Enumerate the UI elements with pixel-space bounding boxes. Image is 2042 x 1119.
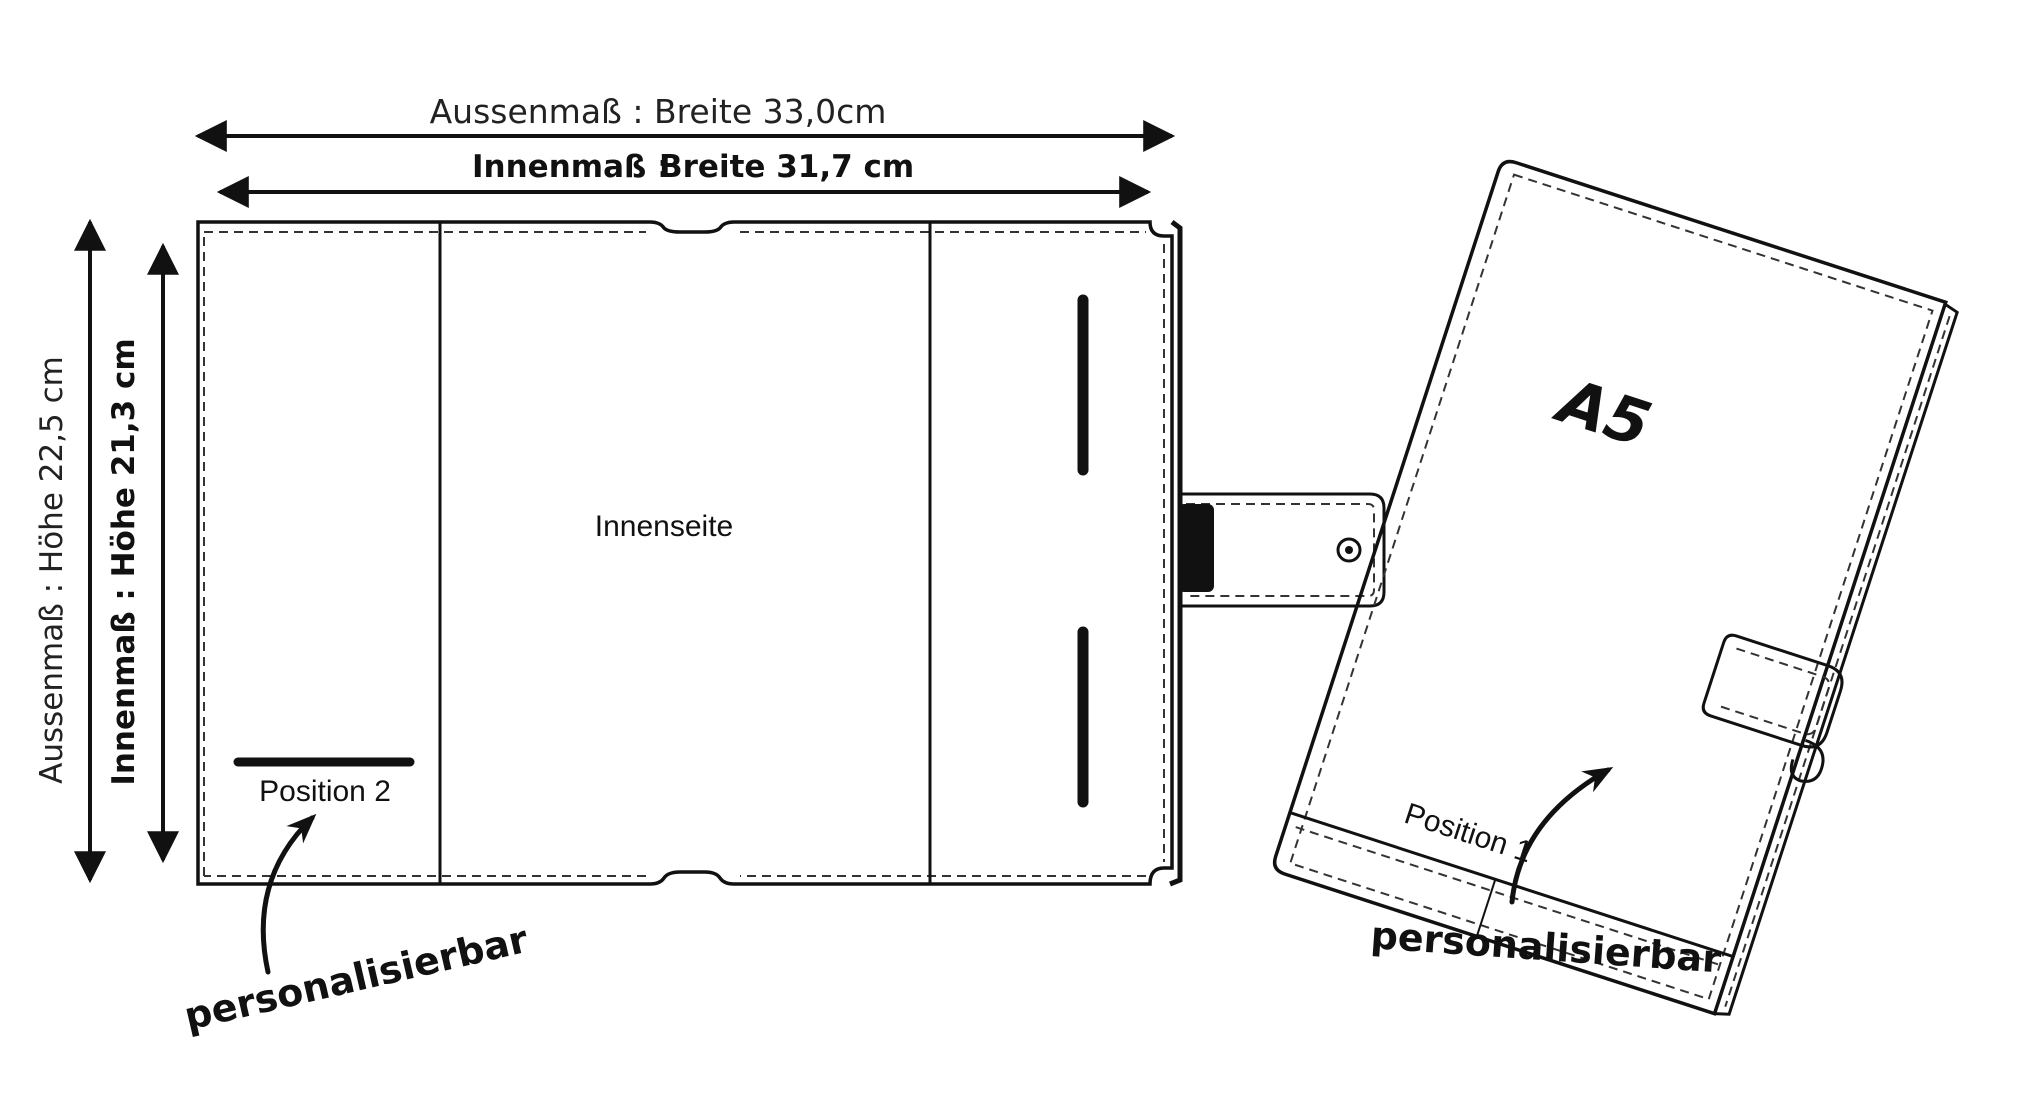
position-2-callout: personalisierbar bbox=[180, 917, 532, 1039]
inner-width-label: Innenmaß : bbox=[472, 149, 669, 185]
outer-height-label: Aussenmaß : Höhe 22,5 cm bbox=[34, 356, 70, 784]
snap-button-icon bbox=[1336, 537, 1362, 563]
closed-clasp-tab bbox=[1701, 633, 1844, 783]
position-1-callout-arrow bbox=[1509, 767, 1614, 905]
outer-width-label: Aussenmaß : Breite 33,0cm bbox=[430, 92, 887, 131]
inner-width-value: Breite 31,7 cm bbox=[659, 149, 914, 185]
clasp-strap bbox=[1178, 492, 1386, 608]
inner-width-dimension: Innenmaß : Breite 31,7 cm bbox=[216, 149, 1152, 208]
inner-height-dimension: Innenmaß : Höhe 21,3 cm bbox=[106, 242, 179, 864]
position-2-label: Position 2 bbox=[259, 775, 391, 808]
inside-view: Position 2 Innenseite personalisierbar bbox=[180, 220, 1386, 1039]
a5-format-label: A5 bbox=[1545, 363, 1659, 462]
position-1-callout: personalisierbar bbox=[1369, 913, 1722, 981]
inside-center-label: Innenseite bbox=[595, 510, 733, 543]
position-2-callout-arrow bbox=[260, 813, 317, 975]
outer-width-dimension: Aussenmaß : Breite 33,0cm bbox=[194, 92, 1176, 152]
binder-outline bbox=[196, 220, 1174, 886]
closed-cover-outline bbox=[1272, 159, 1948, 1016]
closed-view: A5 Position 1 personalisierbar bbox=[1272, 159, 1959, 1016]
inner-height-label: Innenmaß : Höhe 21,3 cm bbox=[106, 338, 142, 785]
position-1-label: Position 1 bbox=[1401, 797, 1536, 869]
outer-height-dimension: Aussenmaß : Höhe 22,5 cm bbox=[34, 218, 106, 884]
